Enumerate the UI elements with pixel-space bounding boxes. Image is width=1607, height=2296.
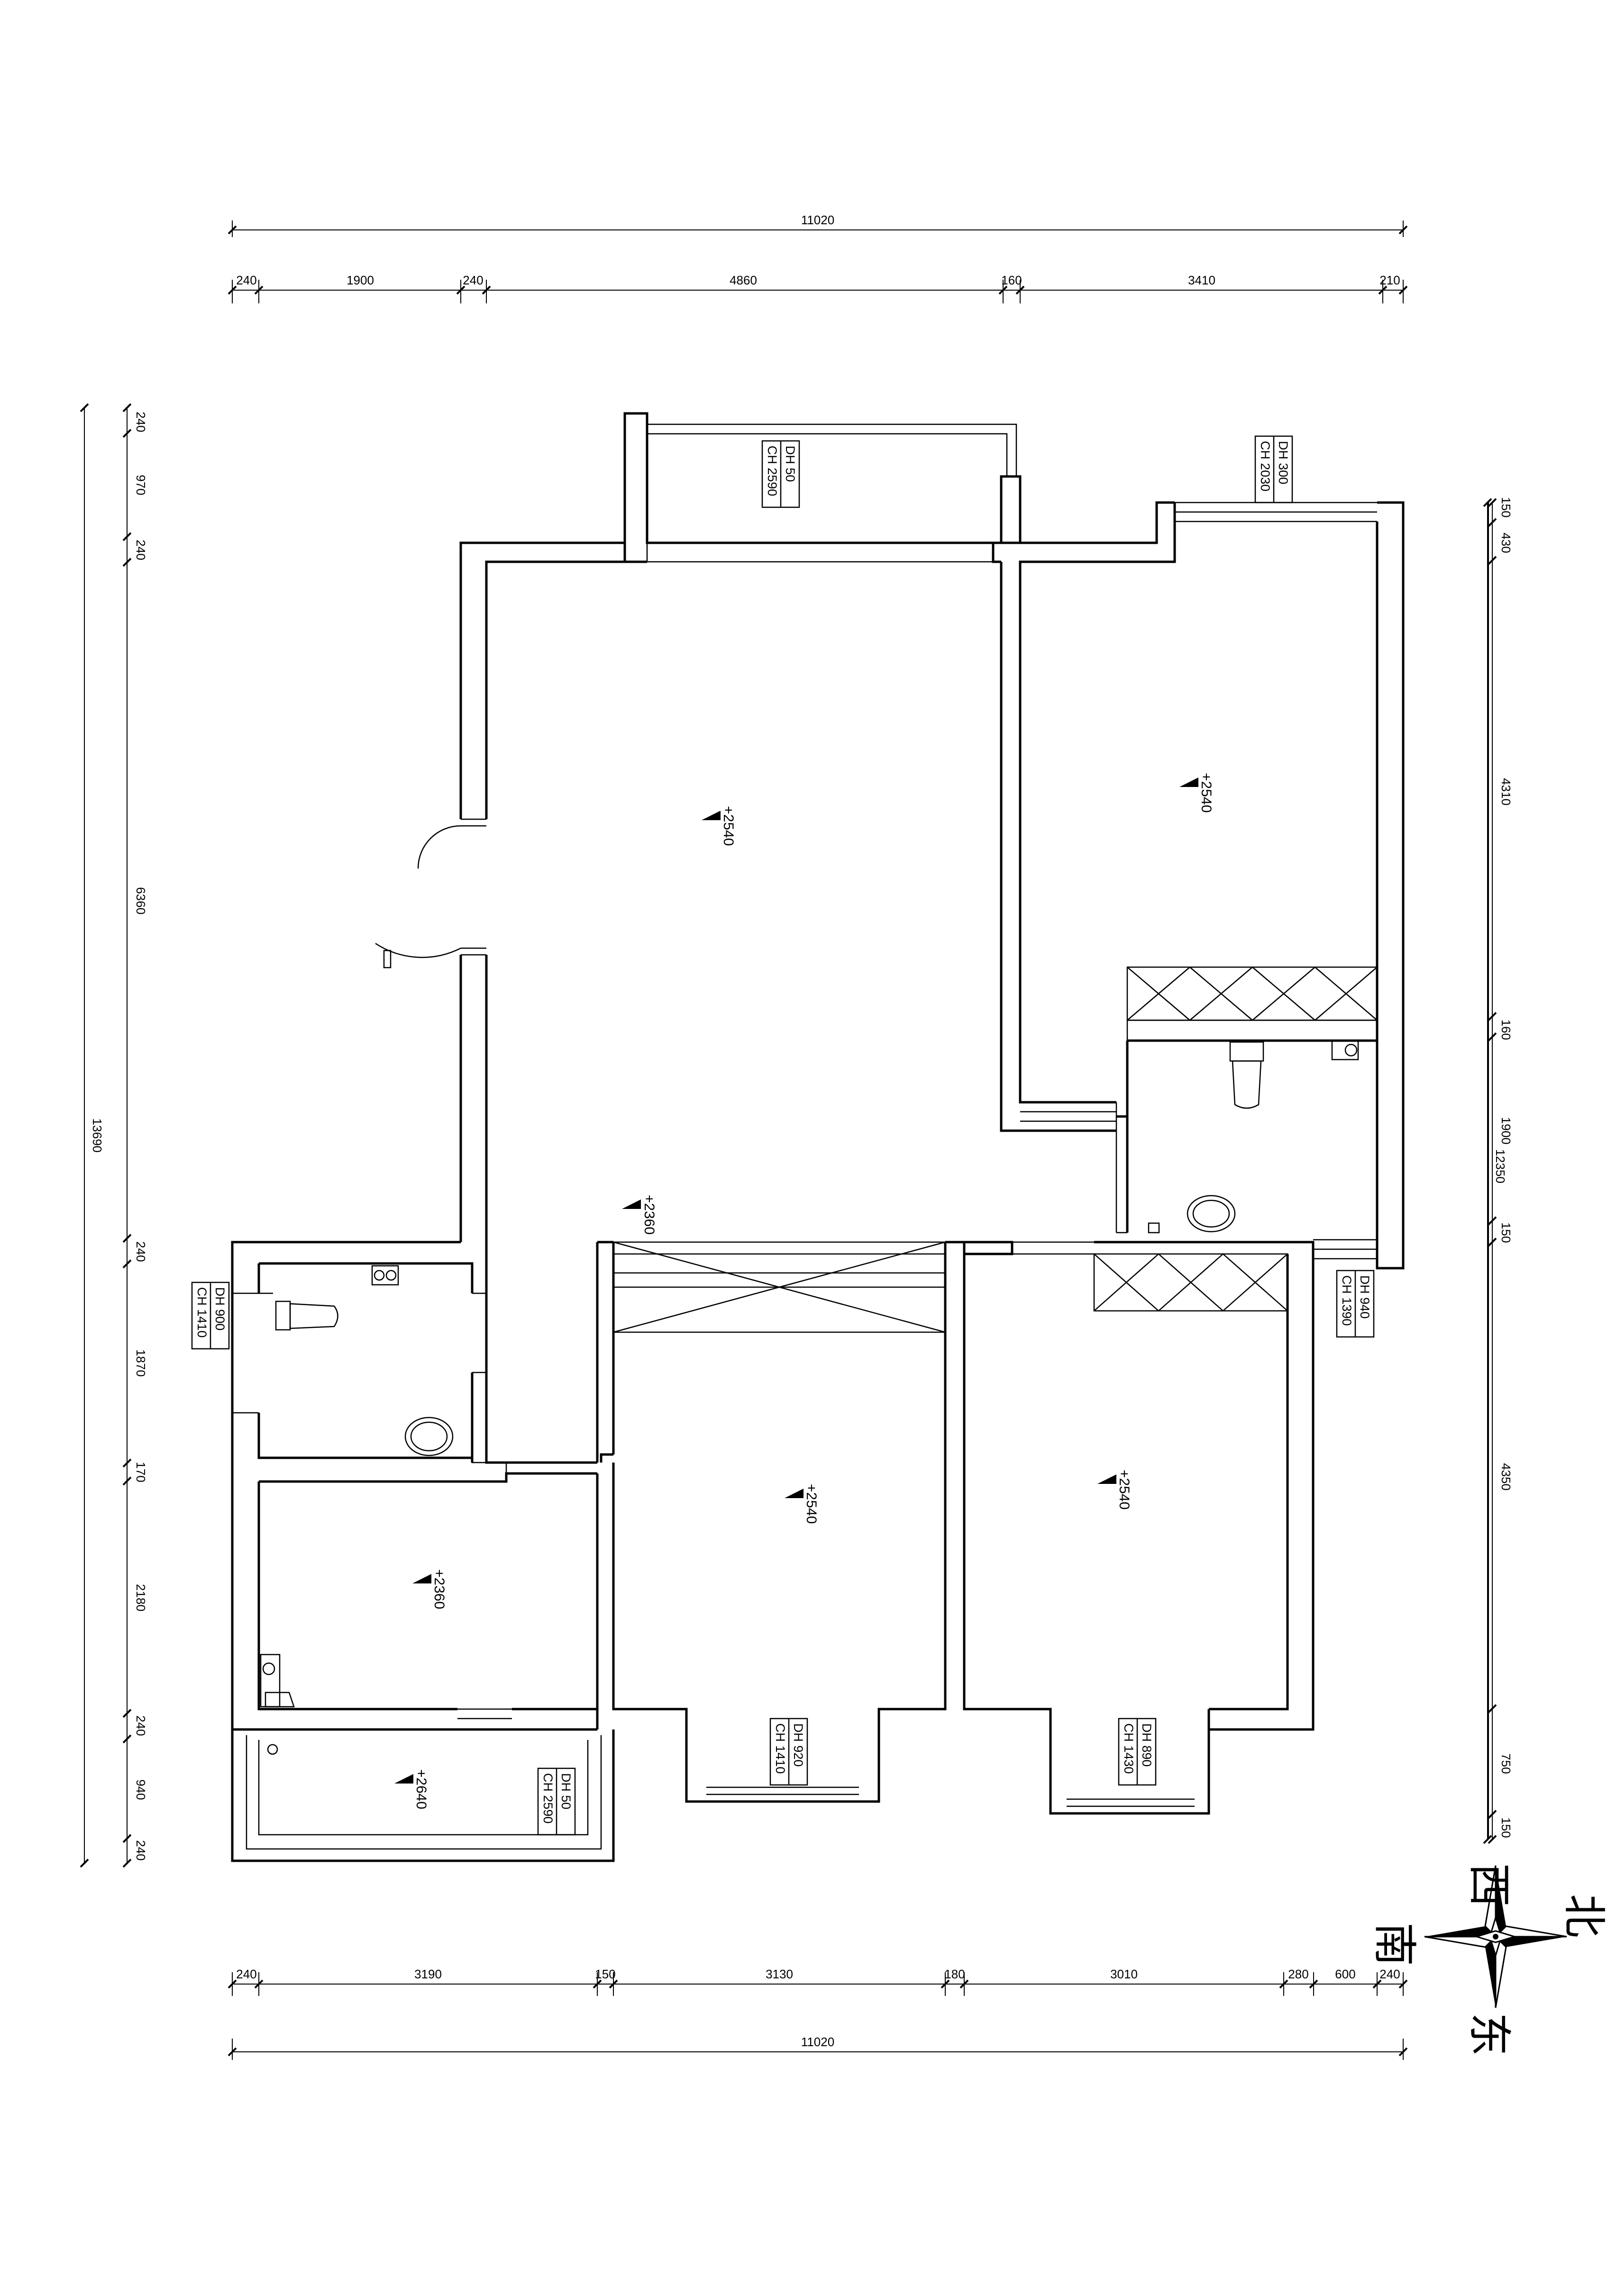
walls bbox=[231, 412, 1405, 1862]
level-bedroom-ne: +2540 bbox=[1198, 773, 1214, 813]
drain-icon bbox=[267, 1744, 278, 1755]
bottom-seg-2: 3190 bbox=[414, 1967, 442, 1981]
right-seg-9: 150 bbox=[1499, 1817, 1513, 1838]
bottom-seg-1: 240 bbox=[236, 1967, 256, 1981]
bottom-seg-6: 3010 bbox=[1110, 1967, 1138, 1981]
right-seg-7: 4350 bbox=[1499, 1463, 1513, 1491]
compass-east-label: 东 bbox=[1464, 2012, 1515, 2056]
compass-south-label: 南 bbox=[1369, 1922, 1420, 1966]
right-total-dimension: 12350 bbox=[1493, 1149, 1507, 1183]
bottom-dimensions: 240 3190 150 3130 180 3010 280 600 240 1… bbox=[228, 1967, 1408, 2060]
left-seg-3: 240 bbox=[134, 540, 148, 560]
sink-icon bbox=[1148, 1195, 1236, 1234]
svg-text:CH 1410: CH 1410 bbox=[773, 1723, 787, 1774]
svg-text:CH 2590: CH 2590 bbox=[541, 1773, 555, 1824]
left-dimensions: 13690 240 970 240 6360 240 1870 170 2180… bbox=[80, 403, 148, 1868]
left-seg-10: 940 bbox=[134, 1779, 148, 1800]
top-seg-5: 160 bbox=[1001, 273, 1022, 287]
svg-text:CH 1390: CH 1390 bbox=[1340, 1275, 1354, 1326]
level-markers: +2540 +2360 +2540 +2540 +2540 +2360 +264… bbox=[394, 773, 1214, 1809]
right-seg-5: 1900 bbox=[1499, 1117, 1513, 1144]
window-tag-east-bath: CH 1390 DH 940 bbox=[1336, 1270, 1375, 1338]
left-seg-9: 240 bbox=[134, 1715, 148, 1736]
floor-drain-icon bbox=[371, 1265, 399, 1286]
bottom-seg-4: 3130 bbox=[766, 1967, 793, 1981]
right-dimension-chain bbox=[1488, 503, 1493, 1839]
left-seg-8: 2180 bbox=[134, 1584, 148, 1611]
left-seg-6: 1870 bbox=[134, 1349, 148, 1377]
bottom-total-dimension: 11020 bbox=[801, 2035, 834, 2049]
window-tag-north-balcony: CH 2590 DH 50 bbox=[761, 440, 800, 508]
right-seg-8: 750 bbox=[1499, 1753, 1513, 1774]
top-seg-4: 4860 bbox=[730, 273, 757, 287]
kitchen-fixture bbox=[260, 1654, 295, 1708]
compass-star-icon bbox=[1424, 1865, 1567, 2008]
window-tag-ne-bedroom: CH 2030 DH 300 bbox=[1254, 435, 1293, 503]
window-tag-s-mid-bay: CH 1410 DH 920 bbox=[769, 1718, 808, 1786]
top-seg-1: 240 bbox=[236, 273, 256, 287]
left-seg-2: 970 bbox=[134, 475, 148, 495]
window-tag-sw-balcony: CH 2590 DH 50 bbox=[537, 1767, 576, 1836]
bottom-seg-9: 240 bbox=[1379, 1967, 1400, 1981]
toilet-icon bbox=[275, 1300, 338, 1331]
level-bedroom-s-mid: +2540 bbox=[804, 1484, 819, 1524]
window-tag-west-bath: CH 1410 DH 900 bbox=[191, 1281, 230, 1350]
right-seg-3: 4310 bbox=[1499, 778, 1513, 805]
svg-text:DH 920: DH 920 bbox=[791, 1723, 805, 1767]
svg-text:DH 300: DH 300 bbox=[1276, 441, 1290, 485]
svg-text:CH 2590: CH 2590 bbox=[765, 446, 779, 496]
compass-west-label: 西 bbox=[1464, 1863, 1515, 1907]
sink-icon bbox=[404, 1417, 454, 1456]
window-tag-se-bay: CH 1430 DH 890 bbox=[1118, 1718, 1157, 1786]
compass-rose: 西 北 南 东 bbox=[1369, 1863, 1607, 2056]
right-seg-4: 160 bbox=[1499, 1019, 1513, 1040]
bottom-seg-8: 600 bbox=[1335, 1967, 1355, 1981]
right-seg-6: 150 bbox=[1499, 1222, 1513, 1243]
svg-text:DH 890: DH 890 bbox=[1140, 1723, 1154, 1767]
svg-text:DH 50: DH 50 bbox=[559, 1773, 573, 1810]
left-total-dimension: 13690 bbox=[90, 1118, 104, 1153]
fixtures bbox=[260, 825, 1359, 1755]
right-seg-2: 430 bbox=[1499, 532, 1513, 553]
svg-text:DH 940: DH 940 bbox=[1358, 1275, 1372, 1319]
floor-drain-icon bbox=[1331, 1040, 1359, 1061]
svg-text:DH 50: DH 50 bbox=[783, 446, 797, 482]
top-seg-2: 1900 bbox=[347, 273, 374, 287]
right-dimensions: 12350 bbox=[1483, 498, 1507, 1844]
top-seg-7: 210 bbox=[1379, 273, 1400, 287]
right-seg-1: 150 bbox=[1499, 497, 1513, 517]
top-dimensions: 11020 240 1900 240 4860 160 3410 210 bbox=[228, 213, 1408, 303]
top-seg-6: 3410 bbox=[1188, 273, 1215, 287]
svg-text:CH 2030: CH 2030 bbox=[1258, 441, 1272, 492]
level-living-lower: +2360 bbox=[641, 1195, 657, 1235]
bottom-seg-3: 150 bbox=[595, 1967, 615, 1981]
level-bedroom-se: +2540 bbox=[1116, 1470, 1132, 1509]
left-seg-7: 170 bbox=[134, 1462, 148, 1482]
left-seg-11: 240 bbox=[134, 1840, 148, 1860]
left-seg-1: 240 bbox=[134, 412, 148, 432]
svg-text:DH 900: DH 900 bbox=[213, 1287, 227, 1331]
level-balcony-sw: +2640 bbox=[413, 1769, 429, 1809]
bottom-seg-5: 180 bbox=[944, 1967, 965, 1981]
bottom-seg-7: 280 bbox=[1288, 1967, 1308, 1981]
right-dimension-labels: 150 430 4310 160 1900 150 4350 750 150 bbox=[1488, 497, 1513, 1844]
level-living-upper: +2540 bbox=[721, 806, 736, 846]
compass-north-label: 北 bbox=[1559, 1894, 1607, 1938]
window-tags: CH 2590 DH 50 CH 2030 DH 300 CH 1410 DH … bbox=[191, 435, 1375, 1836]
toilet-icon bbox=[1229, 1041, 1264, 1109]
top-total-dimension: 11020 bbox=[801, 213, 834, 227]
left-seg-5: 240 bbox=[134, 1241, 148, 1262]
svg-text:CH 1430: CH 1430 bbox=[1122, 1723, 1136, 1774]
level-kitchen: +2360 bbox=[431, 1569, 447, 1609]
svg-text:CH 1410: CH 1410 bbox=[195, 1287, 209, 1338]
top-seg-3: 240 bbox=[463, 273, 483, 287]
left-seg-4: 6360 bbox=[134, 887, 148, 915]
entry-door[interactable] bbox=[375, 825, 461, 969]
